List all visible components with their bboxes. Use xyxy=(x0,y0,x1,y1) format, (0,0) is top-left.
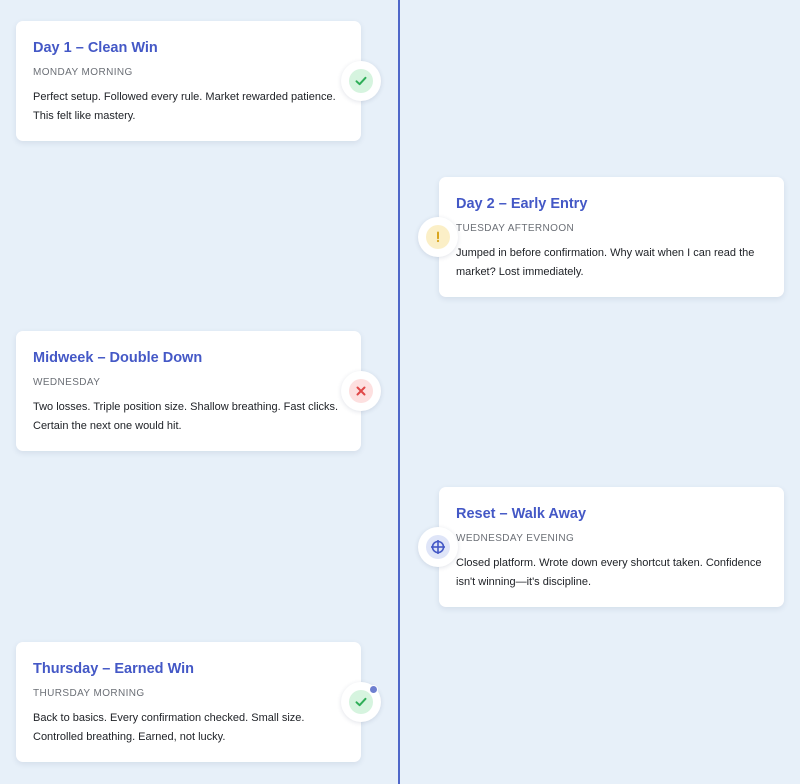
timeline-card-midweek: Midweek – Double Down WEDNESDAY Two loss… xyxy=(16,331,361,451)
card-title: Midweek – Double Down xyxy=(33,350,203,366)
card-text: Two losses. Triple position size. Shallo… xyxy=(33,401,339,432)
crosshair-icon xyxy=(426,535,450,559)
timeline-card-reset: Reset – Walk Away WEDNESDAY EVENING Clos… xyxy=(439,487,784,607)
exclamation-icon xyxy=(426,225,450,249)
timeline-card-day1: Day 1 – Clean Win MONDAY MORNING Perfect… xyxy=(16,21,361,141)
pin-icon xyxy=(369,685,378,694)
card-title: Thursday – Earned Win xyxy=(33,661,195,677)
timeline-marker-info xyxy=(418,527,458,567)
timeline-card-thursday: Thursday – Earned Win THURSDAY MORNING B… xyxy=(16,642,361,762)
card-text: Jumped in before confirmation. Why wait … xyxy=(456,247,755,278)
card-subtitle: WEDNESDAY EVENING xyxy=(456,533,575,544)
timeline-marker-success-earned xyxy=(341,682,381,722)
card-subtitle: MONDAY MORNING xyxy=(33,67,133,78)
card-subtitle: THURSDAY MORNING xyxy=(33,688,145,699)
card-subtitle: TUESDAY AFTERNOON xyxy=(456,223,575,234)
card-text: Perfect setup. Followed every rule. Mark… xyxy=(33,91,336,122)
card-title: Reset – Walk Away xyxy=(456,506,587,522)
timeline-marker-success xyxy=(341,61,381,101)
card-text: Closed platform. Wrote down every shortc… xyxy=(456,557,762,588)
card-title: Day 1 – Clean Win xyxy=(33,40,158,56)
card-title: Day 2 – Early Entry xyxy=(456,196,588,212)
timeline-marker-warning xyxy=(418,217,458,257)
check-icon xyxy=(349,690,373,714)
timeline-card-day2: Day 2 – Early Entry TUESDAY AFTERNOON Ju… xyxy=(439,177,784,297)
timeline-marker-danger xyxy=(341,371,381,411)
x-icon xyxy=(349,379,373,403)
card-subtitle: WEDNESDAY xyxy=(33,377,101,388)
card-text: Back to basics. Every confirmation check… xyxy=(33,712,305,743)
timeline-line xyxy=(398,0,400,784)
check-icon xyxy=(349,69,373,93)
